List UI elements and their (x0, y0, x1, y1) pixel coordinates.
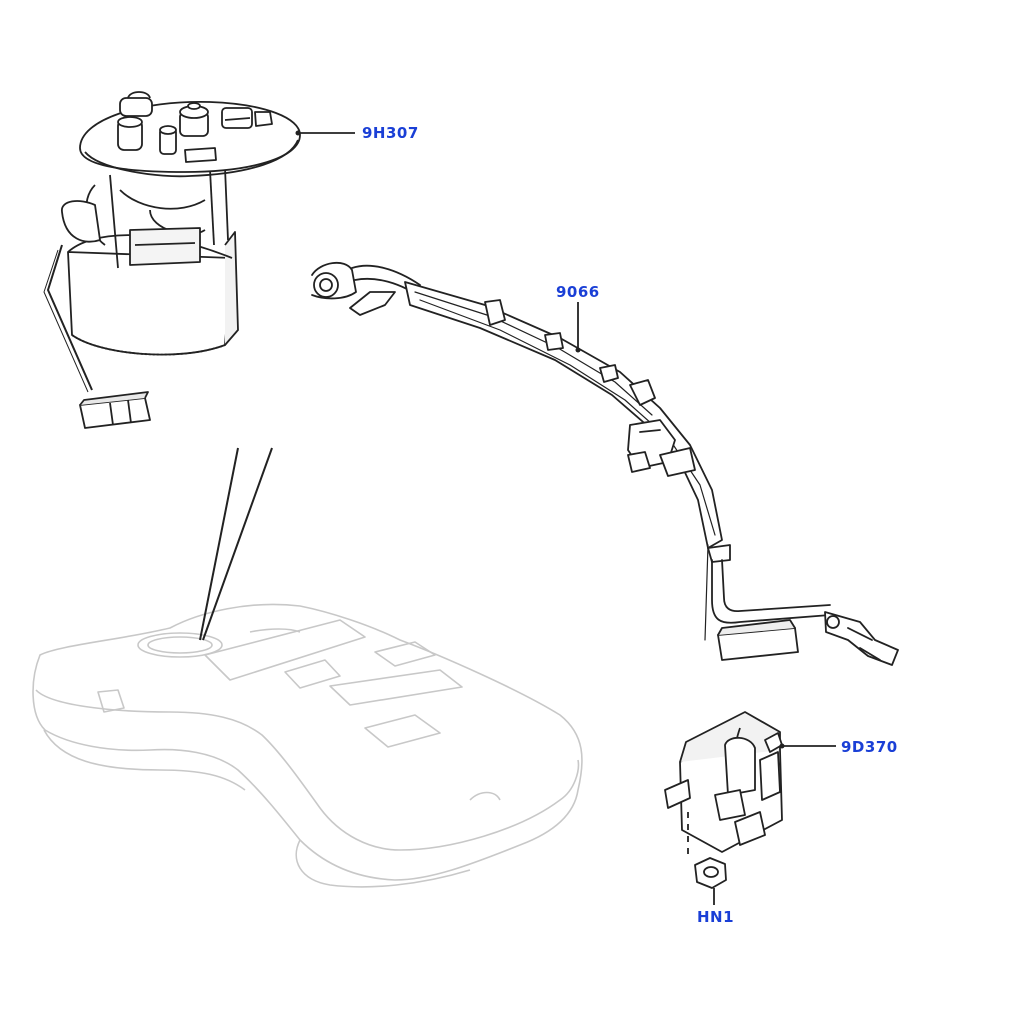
callout-hn1: HN1 (697, 908, 735, 926)
leader-9h307 (295, 130, 355, 136)
callout-9d370: 9D370 (841, 738, 898, 756)
leader-9d370 (779, 743, 836, 749)
leader-9066 (575, 302, 581, 353)
fuel-level-sender (311, 261, 899, 666)
nut (694, 857, 727, 889)
fuel-pump-module (43, 91, 301, 429)
fuel-tank (32, 603, 583, 888)
callout-9h307: 9H307 (362, 124, 419, 142)
tank-leader-lines (199, 447, 273, 641)
fuel-pump-control-module (664, 711, 783, 860)
callout-9066: 9066 (556, 283, 600, 301)
